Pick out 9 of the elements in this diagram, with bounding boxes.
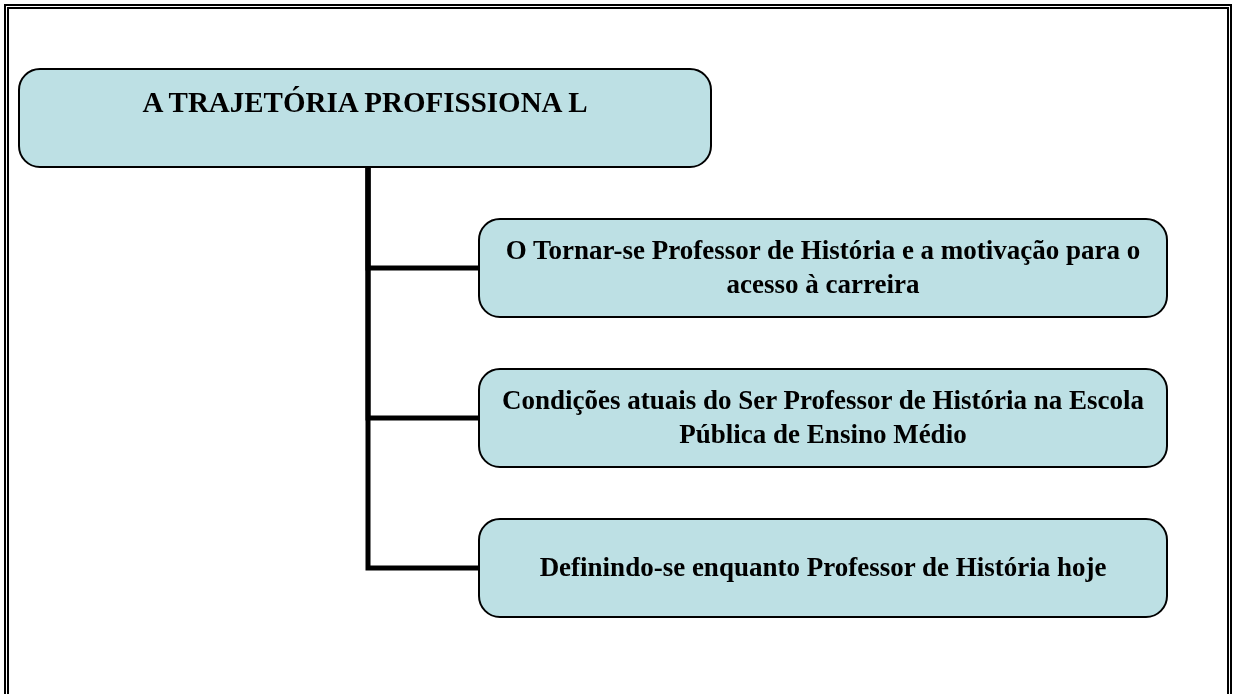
connector-line — [365, 168, 478, 571]
rounded-box — [478, 518, 1168, 618]
box-text: Definindo-se enquanto Professor de História hoje — [539, 551, 1107, 585]
rounded-box — [18, 68, 712, 168]
box-text: Condições atuais do Ser Professor de História na Escola Pública de Ensino Médio — [501, 384, 1145, 451]
box-text: O Tornar-se Professor de História e a motivação para o acesso à carreira — [504, 234, 1142, 301]
rounded-box — [478, 218, 1168, 318]
heading-text: A TRAJETÓRIA PROFISSIONA L — [142, 85, 588, 120]
rounded-box — [478, 368, 1168, 468]
